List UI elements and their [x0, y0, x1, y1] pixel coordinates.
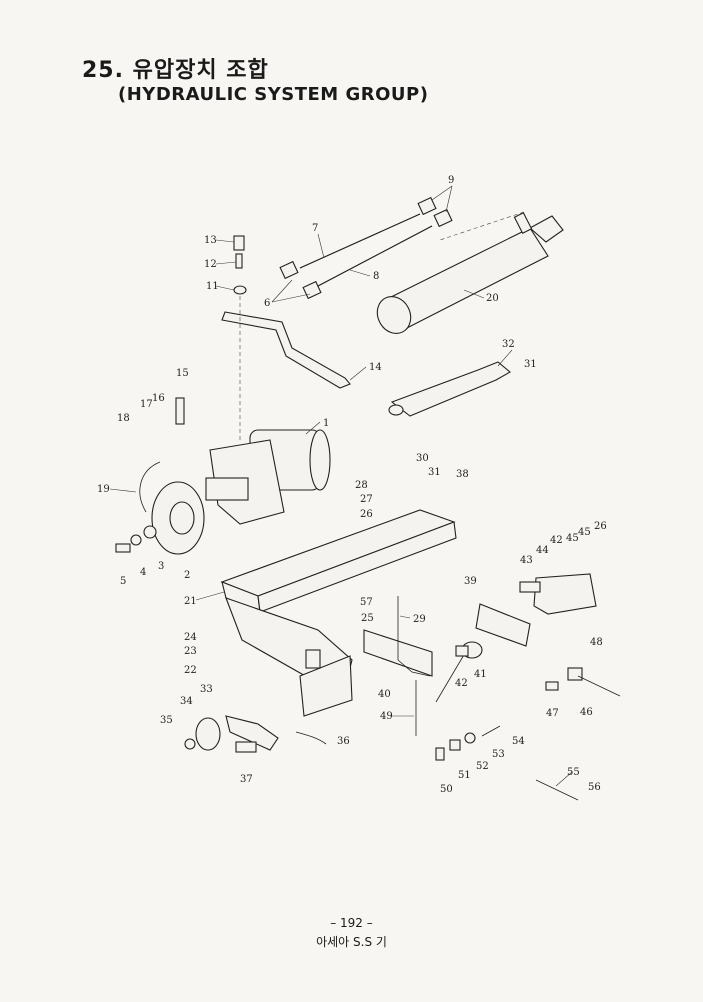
leader-lines: [109, 185, 573, 787]
part-label: 19: [97, 484, 110, 495]
part-label: 52: [476, 761, 489, 772]
part-label: 30: [416, 453, 429, 464]
part-label: 51: [458, 770, 471, 781]
hydraulic-pump: [175, 397, 331, 525]
part-label: 21: [184, 596, 197, 607]
part-label: 53: [492, 749, 505, 760]
part-label: 13: [204, 235, 217, 246]
part-label: 6: [264, 298, 270, 309]
part-label: 45: [566, 533, 579, 544]
part-label: 50: [440, 784, 453, 795]
hydraulic-hoses: [279, 196, 453, 300]
part-label: 38: [456, 469, 469, 480]
part-label: 39: [464, 576, 477, 587]
part-number-labels: 1 2 3 4 5 6 7 8 9 11 12 13 14 15 16 17 1…: [97, 175, 607, 795]
page-number: – 192 –: [330, 916, 373, 930]
part-label: 35: [160, 715, 173, 726]
control-valve-linkage: [455, 573, 621, 697]
part-label: 36: [337, 736, 350, 747]
hydraulic-cylinder: [376, 211, 564, 334]
publisher-footer: 아세아 S.S 기: [316, 935, 387, 949]
part-label: 12: [204, 259, 217, 270]
part-label: 46: [580, 707, 593, 718]
part-label: 24: [184, 632, 197, 643]
part-label: 31: [428, 467, 441, 478]
part-label: 45: [578, 527, 591, 538]
part-label: 15: [176, 368, 189, 379]
part-label: 28: [355, 480, 368, 491]
part-label: 7: [312, 223, 318, 234]
tension-arm-assembly: [184, 715, 327, 753]
part-label: 25: [361, 613, 374, 624]
part-label: 31: [524, 359, 537, 370]
part-label: 2: [184, 570, 190, 581]
part-label: 16: [152, 393, 165, 404]
part-label: 56: [588, 782, 601, 793]
part-label: 42: [550, 535, 563, 546]
part-label: 4: [140, 567, 146, 578]
page-title-korean: 25. 유압장치 조합: [82, 58, 269, 83]
part-label: 9: [448, 175, 454, 186]
part-label: 22: [184, 665, 197, 676]
part-label: 26: [594, 521, 607, 532]
part-label: 41: [474, 669, 487, 680]
part-label: 26: [360, 509, 373, 520]
part-label: 23: [184, 646, 197, 657]
control-rod: [221, 235, 351, 440]
fastener-set: [435, 725, 579, 801]
part-label: 49: [380, 711, 393, 722]
part-label: 1: [323, 418, 329, 429]
part-label: 29: [413, 614, 426, 625]
mounting-frame: [220, 509, 457, 717]
page-title-english: (HYDRAULIC SYSTEM GROUP): [118, 84, 429, 105]
part-label: 43: [520, 555, 533, 566]
lift-lever: [388, 361, 511, 417]
link-rod: [397, 596, 469, 736]
part-label: 34: [180, 696, 193, 707]
part-label: 42: [455, 678, 468, 689]
part-label: 8: [373, 271, 379, 282]
part-label: 57: [360, 597, 373, 608]
part-label: 18: [117, 413, 130, 424]
part-label: 11: [206, 281, 219, 292]
part-label: 48: [590, 637, 603, 648]
part-label: 37: [240, 774, 253, 785]
part-label: 17: [140, 399, 153, 410]
part-label: 14: [369, 362, 382, 373]
drive-pulley: [115, 461, 205, 555]
part-label: 3: [158, 561, 164, 572]
part-label: 55: [567, 767, 580, 778]
part-label: 33: [200, 684, 213, 695]
part-label: 54: [512, 736, 525, 747]
part-label: 32: [502, 339, 515, 350]
part-label: 5: [120, 576, 126, 587]
part-label: 20: [486, 293, 499, 304]
part-label: 47: [546, 708, 559, 719]
part-label: 27: [360, 494, 373, 505]
part-label: 44: [536, 545, 549, 556]
part-label: 40: [378, 689, 391, 700]
